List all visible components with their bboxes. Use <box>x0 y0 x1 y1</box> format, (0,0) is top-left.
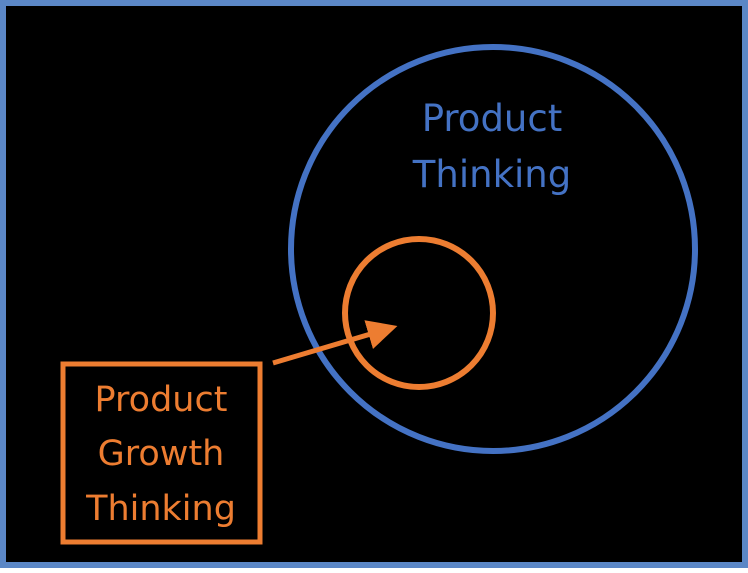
product-growth-thinking-box <box>60 361 263 545</box>
product-growth-thinking-circle <box>342 236 496 390</box>
product-thinking-label-line-2: Thinking <box>412 153 571 196</box>
callout-label-line-1: Product <box>95 380 228 420</box>
product-thinking-circle <box>288 44 698 454</box>
product-thinking-label-line-1: Product <box>422 97 562 140</box>
callout-label-line-2: Growth <box>98 434 225 474</box>
callout-arrow <box>272 320 398 366</box>
callout-label-line-3: Thinking <box>85 489 236 529</box>
